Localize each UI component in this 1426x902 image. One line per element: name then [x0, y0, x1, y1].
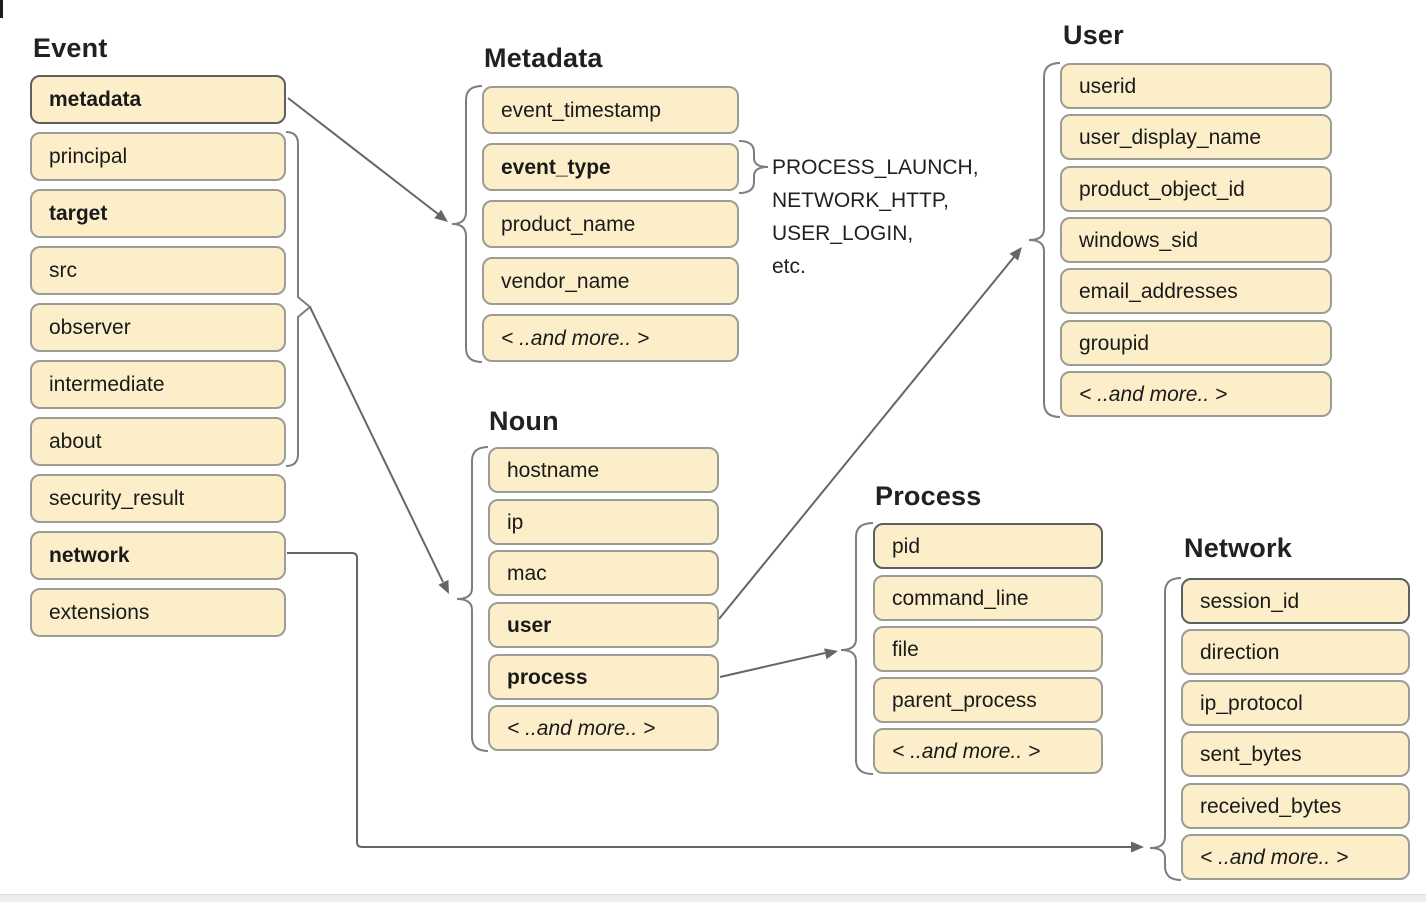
field-network: network	[30, 531, 286, 580]
field-session-id: session_id	[1181, 578, 1410, 624]
field-event-type: event_type	[482, 143, 739, 191]
field-metadata: metadata	[30, 75, 286, 124]
arrowhead-metadata-to-metadata-group	[434, 209, 448, 222]
field-direction: direction	[1181, 629, 1410, 675]
arrowhead-process-to-process-group	[824, 648, 838, 660]
brace-process-group	[840, 522, 874, 775]
field-pid: pid	[873, 523, 1103, 569]
field-intermediate: intermediate	[30, 360, 286, 409]
arrowhead-event-nouns-to-noun-group	[438, 579, 449, 594]
brace-metadata-group	[451, 85, 483, 363]
brace-event-type-values	[738, 140, 769, 194]
field-product-name: product_name	[482, 200, 739, 248]
field-command-line: command_line	[873, 575, 1103, 621]
field-event-timestamp: event_timestamp	[482, 86, 739, 134]
field-user-display-name: user_display_name	[1060, 114, 1332, 160]
field-network-and-more: < ..and more.. >	[1181, 834, 1410, 880]
arrow-process-to-process-group	[719, 652, 826, 678]
field-sent-bytes: sent_bytes	[1181, 731, 1410, 777]
field-user-and-more: < ..and more.. >	[1060, 371, 1332, 417]
field-target: target	[30, 189, 286, 238]
group-title-metadata: Metadata	[484, 43, 603, 73]
field-email-addresses: email_addresses	[1060, 268, 1332, 314]
corner-artifact	[0, 0, 3, 18]
group-title-network: Network	[1184, 533, 1292, 563]
field-security-result: security_result	[30, 474, 286, 523]
field-user: user	[488, 602, 719, 648]
group-title-event: Event	[33, 33, 108, 63]
field-metadata-and-more: < ..and more.. >	[482, 314, 739, 362]
group-title-process: Process	[875, 481, 982, 511]
field-file: file	[873, 626, 1103, 672]
field-ip-protocol: ip_protocol	[1181, 680, 1410, 726]
field-src: src	[30, 246, 286, 295]
event-type-value-1: PROCESS_LAUNCH,	[772, 155, 979, 179]
field-extensions: extensions	[30, 588, 286, 637]
bracket-event-nouns	[285, 131, 312, 467]
bottom-divider	[0, 894, 1426, 902]
field-hostname: hostname	[488, 447, 719, 493]
group-title-user: User	[1063, 20, 1124, 50]
group-title-noun: Noun	[489, 406, 559, 436]
field-observer: observer	[30, 303, 286, 352]
event-type-value-2: NETWORK_HTTP,	[772, 188, 949, 212]
brace-noun-group	[456, 446, 489, 752]
field-ip: ip	[488, 499, 719, 545]
event-type-value-3: USER_LOGIN,	[772, 221, 914, 245]
brace-network-group	[1149, 577, 1182, 881]
field-mac: mac	[488, 550, 719, 596]
arrowhead-user-to-user-group	[1009, 247, 1022, 261]
field-about: about	[30, 417, 286, 466]
arrow-event-nouns-to-noun-group	[309, 306, 444, 583]
arrowhead-network-to-network-group	[1131, 841, 1144, 853]
field-principal: principal	[30, 132, 286, 181]
brace-user-group	[1028, 62, 1061, 418]
field-groupid: groupid	[1060, 320, 1332, 366]
field-noun-and-more: < ..and more.. >	[488, 705, 719, 751]
event-type-value-4: etc.	[772, 254, 806, 278]
arrow-metadata-to-metadata-group	[287, 97, 439, 215]
field-received-bytes: received_bytes	[1181, 783, 1410, 829]
field-windows-sid: windows_sid	[1060, 217, 1332, 263]
field-vendor-name: vendor_name	[482, 257, 739, 305]
field-parent-process: parent_process	[873, 677, 1103, 723]
field-product-object-id: product_object_id	[1060, 166, 1332, 212]
field-process-and-more: < ..and more.. >	[873, 728, 1103, 774]
field-userid: userid	[1060, 63, 1332, 109]
field-process: process	[488, 654, 719, 700]
